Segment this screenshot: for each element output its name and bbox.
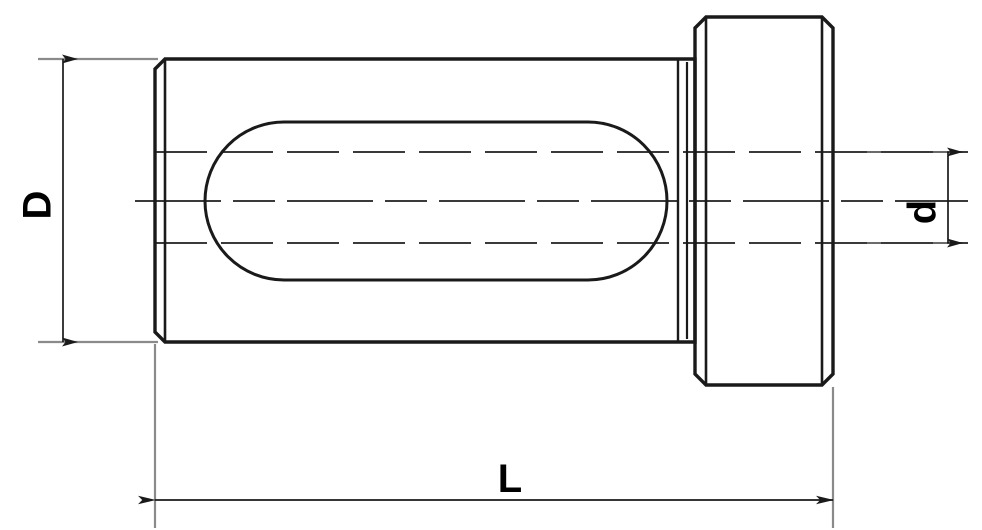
dimension-labels-group: D d L bbox=[16, 191, 945, 501]
dimension-label-d: d bbox=[901, 200, 945, 224]
internal-slot-outline bbox=[203, 120, 669, 282]
dimension-lines-group bbox=[62, 54, 963, 505]
dimension-label-D: D bbox=[16, 191, 60, 220]
dimension-label-L: L bbox=[498, 457, 522, 501]
centerlines-group bbox=[135, 150, 968, 245]
part-outline-group bbox=[153, 15, 835, 387]
